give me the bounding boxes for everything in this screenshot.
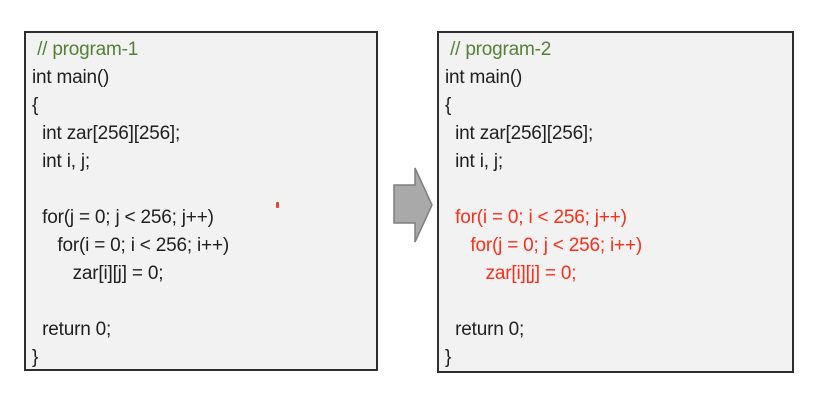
code-line: return 0; bbox=[32, 319, 112, 340]
code-line-blank bbox=[32, 288, 370, 316]
code-line-highlighted: for(i = 0; i < 256; j++) bbox=[445, 207, 627, 228]
code-line-highlighted: zar[i][j] = 0; bbox=[445, 263, 577, 284]
code-line-blank bbox=[445, 288, 786, 316]
program-2-box: // program-2 int main() { int zar[256][2… bbox=[437, 31, 794, 373]
code-line: for(j = 0; j < 256; j++) bbox=[32, 207, 214, 228]
code-line-blank bbox=[32, 176, 370, 204]
code-line: int main() bbox=[32, 67, 110, 88]
code-line: { bbox=[32, 95, 39, 116]
code-line-highlighted: for(j = 0; j < 256; i++) bbox=[445, 235, 642, 256]
code-line: int zar[256][256]; bbox=[32, 123, 181, 144]
code-line: } bbox=[32, 347, 39, 368]
program-1-box: // program-1 int main() { int zar[256][2… bbox=[24, 31, 378, 371]
code-line-comment: // program-2 bbox=[445, 39, 552, 60]
code-line-comment: // program-1 bbox=[32, 39, 139, 60]
code-line: int main() bbox=[445, 67, 523, 88]
right-block-arrow-icon bbox=[392, 166, 434, 244]
red-speck-artifact bbox=[276, 202, 279, 208]
code-line: for(i = 0; i < 256; i++) bbox=[32, 235, 229, 256]
code-line: } bbox=[445, 347, 452, 368]
code-line: int i, j; bbox=[32, 151, 90, 172]
code-line: int zar[256][256]; bbox=[445, 123, 594, 144]
code-line-blank bbox=[445, 176, 786, 204]
code-line: zar[i][j] = 0; bbox=[32, 263, 164, 284]
code-line: int i, j; bbox=[445, 151, 503, 172]
code-line: { bbox=[445, 95, 452, 116]
code-line: return 0; bbox=[445, 319, 525, 340]
